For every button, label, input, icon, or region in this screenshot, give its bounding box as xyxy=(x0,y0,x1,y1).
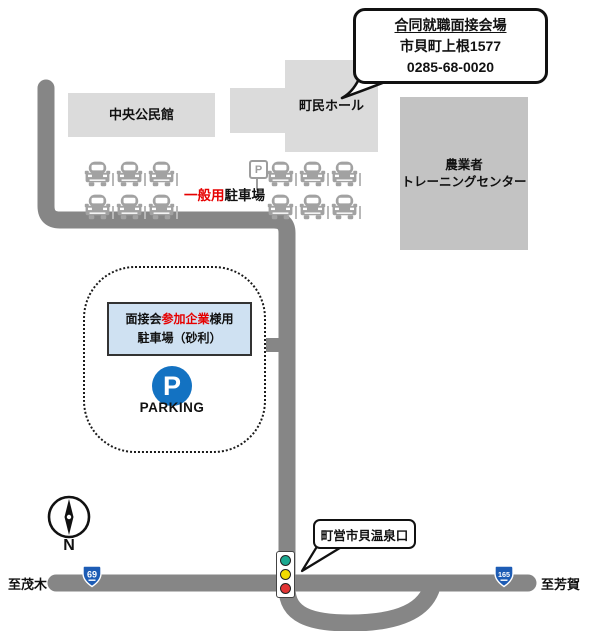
route-number-west: 69 xyxy=(87,570,97,580)
building-training-center: 農業者 トレーニングセンター xyxy=(400,97,528,250)
parking-divider xyxy=(112,206,114,219)
company-parking-line1-pre: 面接会 xyxy=(125,312,162,327)
parking-cars-row xyxy=(266,193,362,220)
onsen-entrance-label: 町営市貝温泉口 xyxy=(320,528,409,543)
route-number-east: 165 xyxy=(498,570,510,579)
building-community-center-label: 中央公民館 xyxy=(108,107,174,123)
destination-west: 至茂木 xyxy=(8,577,48,592)
parking-p-letter: P xyxy=(162,370,181,401)
parking-divider xyxy=(112,173,114,186)
venue-info-bubble: 合同就職面接会場 市貝町上根1577 0285-68-0020 xyxy=(353,8,548,84)
compass-icon xyxy=(47,495,91,539)
parking-divider xyxy=(176,206,178,219)
company-parking-line1-post: 様用 xyxy=(209,312,234,327)
signal-green-light xyxy=(280,555,291,566)
parking-divider xyxy=(359,173,361,186)
parking-divider xyxy=(295,173,297,186)
venue-phone: 0285-68-0020 xyxy=(406,58,495,75)
general-parking-label-black: 駐車場 xyxy=(224,188,266,203)
general-parking-label-red: 一般用 xyxy=(184,188,225,203)
parking-sign-pole xyxy=(256,178,258,190)
building-community-center: 中央公民館 xyxy=(68,93,215,137)
parking-divider xyxy=(176,173,178,186)
route-badge-165: 165 xyxy=(494,565,514,588)
parking-divider xyxy=(144,173,146,186)
building-training-center-label-2: トレーニングセンター xyxy=(401,174,527,189)
venue-name: 合同就職面接会場 xyxy=(394,16,507,33)
parking-p-icon: P xyxy=(152,366,192,406)
parking-sign-letter: P xyxy=(254,163,263,176)
building-town-hall-label: 町民ホール xyxy=(298,98,364,114)
parking-divider xyxy=(327,206,329,219)
parking-divider xyxy=(295,206,297,219)
company-parking-line1-red: 参加企業 xyxy=(161,312,210,327)
company-parking-line2: 駐車場（砂利） xyxy=(137,331,222,345)
parking-divider xyxy=(359,206,361,219)
route-badge-69: 69 xyxy=(82,565,102,588)
parking-divider xyxy=(327,173,329,186)
venue-address: 市貝町上根1577 xyxy=(399,37,502,54)
onsen-entrance-bubble: 町営市貝温泉口 xyxy=(313,519,416,549)
company-parking-line1: 面接会参加企業様用 xyxy=(125,310,233,329)
company-parking-info-box: 面接会参加企業様用 駐車場（砂利） xyxy=(107,302,252,356)
parking-cars-row xyxy=(83,160,179,187)
general-parking-label: 一般用駐車場 xyxy=(184,184,265,204)
parking-caption: PARKING xyxy=(139,400,205,415)
building-town-hall-annex xyxy=(230,88,287,133)
parking-sign-icon: P xyxy=(249,160,268,179)
parking-cars-row xyxy=(266,160,362,187)
company-parking-area xyxy=(83,266,266,453)
parking-cars-row xyxy=(83,193,179,220)
traffic-signal xyxy=(276,551,295,598)
signal-red-light xyxy=(280,583,291,594)
compass-north-label: N xyxy=(63,537,75,554)
signal-yellow-light xyxy=(280,569,291,580)
building-training-center-label-1: 農業者 xyxy=(445,157,483,172)
destination-east: 至芳賀 xyxy=(541,577,581,592)
parking-divider xyxy=(144,206,146,219)
